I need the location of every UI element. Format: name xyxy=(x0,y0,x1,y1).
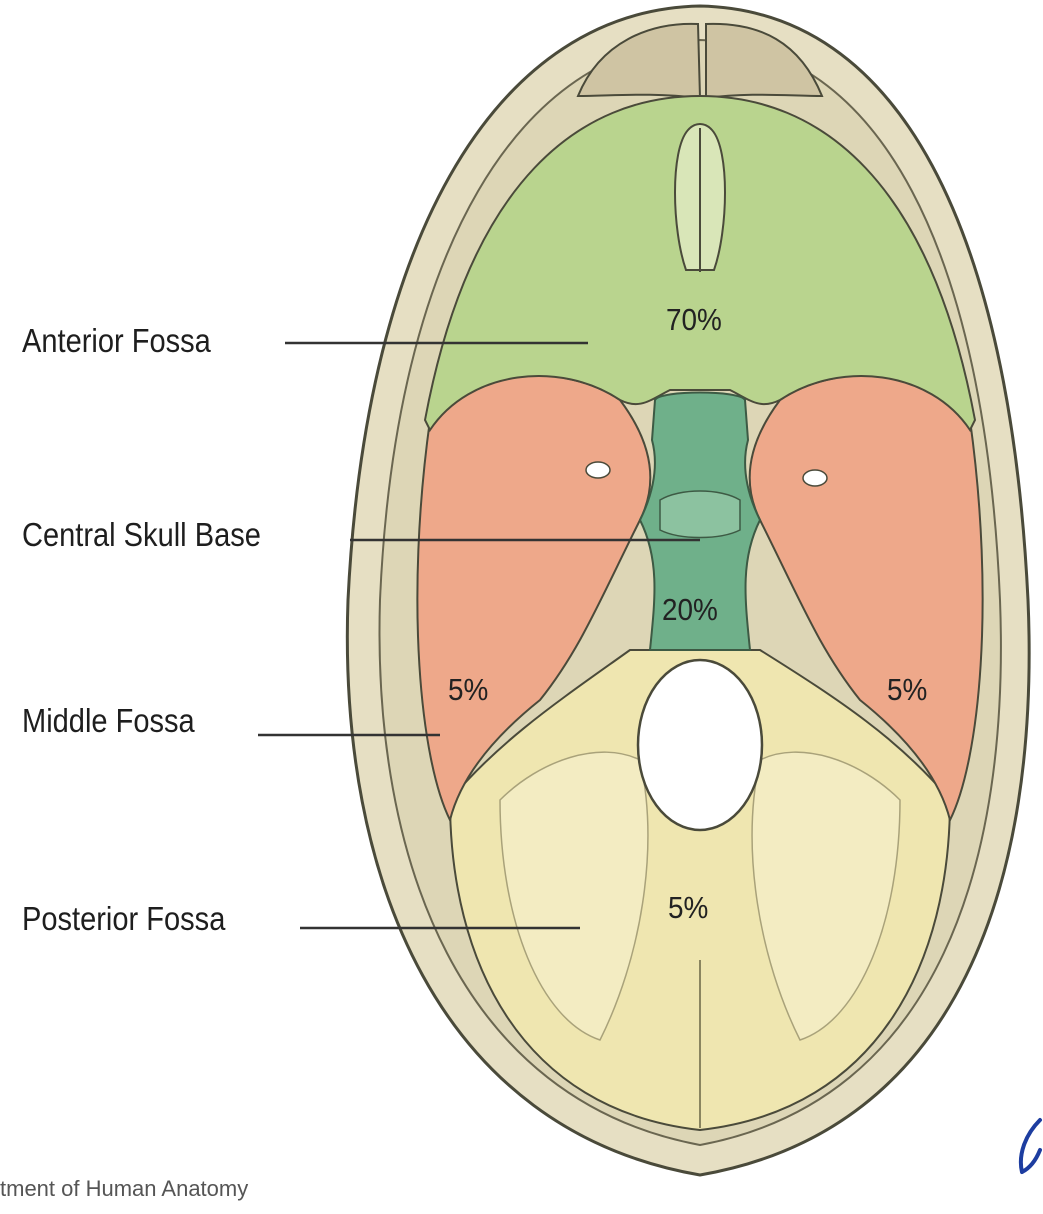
label-central-skull-base: Central Skull Base xyxy=(22,516,261,554)
pct-middle-fossa-right: 5% xyxy=(887,672,927,708)
foramen-right xyxy=(803,470,827,486)
pct-posterior-fossa: 5% xyxy=(668,890,708,926)
foramen-magnum xyxy=(638,660,762,830)
foramen-left xyxy=(586,462,610,478)
label-posterior-fossa: Posterior Fossa xyxy=(22,900,225,938)
label-middle-fossa: Middle Fossa xyxy=(22,702,195,740)
pct-middle-fossa-left: 5% xyxy=(448,672,488,708)
sella-turcica xyxy=(660,491,740,538)
pct-central-skull-base: 20% xyxy=(662,592,718,628)
footer-caption: tment of Human Anatomy xyxy=(0,1176,248,1202)
label-anterior-fossa: Anterior Fossa xyxy=(22,322,211,360)
handwritten-mark xyxy=(1021,1120,1040,1172)
pct-anterior-fossa: 70% xyxy=(666,302,722,338)
